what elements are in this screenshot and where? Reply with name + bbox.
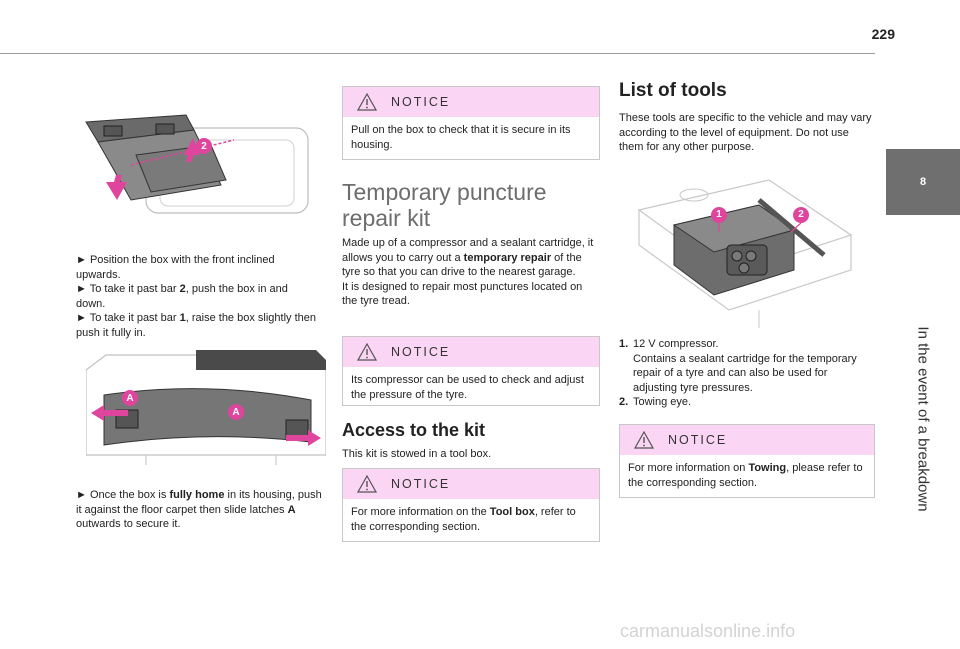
chapter-tab-number[interactable]: 8 xyxy=(886,149,960,215)
section-heading-tools: List of tools xyxy=(619,80,727,101)
step-latches: ► Once the box is fully home in its hous… xyxy=(76,489,322,530)
notice-title: NOTICE xyxy=(391,476,451,491)
col1-steps-block1: ► Position the box with the front inclin… xyxy=(76,253,316,340)
step-position-box: ► Position the box with the front inclin… xyxy=(76,254,275,281)
fig2-callout-a-left: A xyxy=(126,393,134,404)
notice-text: For more information on Towing, please r… xyxy=(620,455,874,497)
tools-callout-2: 2 xyxy=(798,209,804,220)
watermark: carmanualsonline.info xyxy=(620,621,796,641)
warning-triangle-icon xyxy=(357,93,377,111)
list-item: 2. Towing eye. xyxy=(619,396,692,408)
fig2-callout-a-right: A xyxy=(232,407,240,418)
section-heading-puncture-kit: Temporary puncture repair kit xyxy=(342,179,547,231)
tool-box-illustration xyxy=(637,179,853,328)
notice-text: For more information on the Tool box, re… xyxy=(343,499,599,541)
section-heading-access: Access to the kit xyxy=(342,420,486,440)
puncture-kit-intro: Made up of a compressor and a sealant ca… xyxy=(342,237,594,307)
notice-title: NOTICE xyxy=(668,432,728,447)
notice-towing: NOTICE For more information on Towing, p… xyxy=(619,424,875,498)
latches-illustration xyxy=(86,350,326,465)
header-rule xyxy=(0,53,875,54)
notice-text: Pull on the box to check that it is secu… xyxy=(343,117,599,159)
tools-list: 1. 12 V compressor.Contains a sealant ca… xyxy=(619,337,869,410)
step-bar-1: ► To take it past bar 1, raise the box s… xyxy=(76,312,316,339)
tools-intro: These tools are specific to the vehicle … xyxy=(619,112,872,153)
notice-compressor: NOTICE Its compressor can be used to che… xyxy=(342,336,600,406)
warning-triangle-icon xyxy=(357,343,377,361)
page-number: 229 xyxy=(871,26,895,42)
notice-tool-box: NOTICE For more information on the Tool … xyxy=(342,468,600,542)
notice-text: Its compressor can be used to check and … xyxy=(343,367,599,405)
box-insertion-illustration xyxy=(85,114,309,214)
chapter-tab-label[interactable]: In the event of a breakdown xyxy=(886,218,960,620)
notice-box-secure: NOTICE Pull on the box to check that it … xyxy=(342,86,600,160)
tools-callout-1: 1 xyxy=(716,209,722,220)
list-item: 1. 12 V compressor.Contains a sealant ca… xyxy=(619,338,857,394)
fig1-callout-2: 2 xyxy=(201,141,207,152)
step-bar-2: ► To take it past bar 2, push the box in… xyxy=(76,283,288,310)
notice-title: NOTICE xyxy=(391,94,451,109)
warning-triangle-icon xyxy=(357,475,377,493)
access-text: This kit is stowed in a tool box. xyxy=(342,448,492,460)
notice-title: NOTICE xyxy=(391,344,451,359)
chapter-tab-text: In the event of a breakdown xyxy=(914,326,932,512)
warning-triangle-icon xyxy=(634,431,654,449)
